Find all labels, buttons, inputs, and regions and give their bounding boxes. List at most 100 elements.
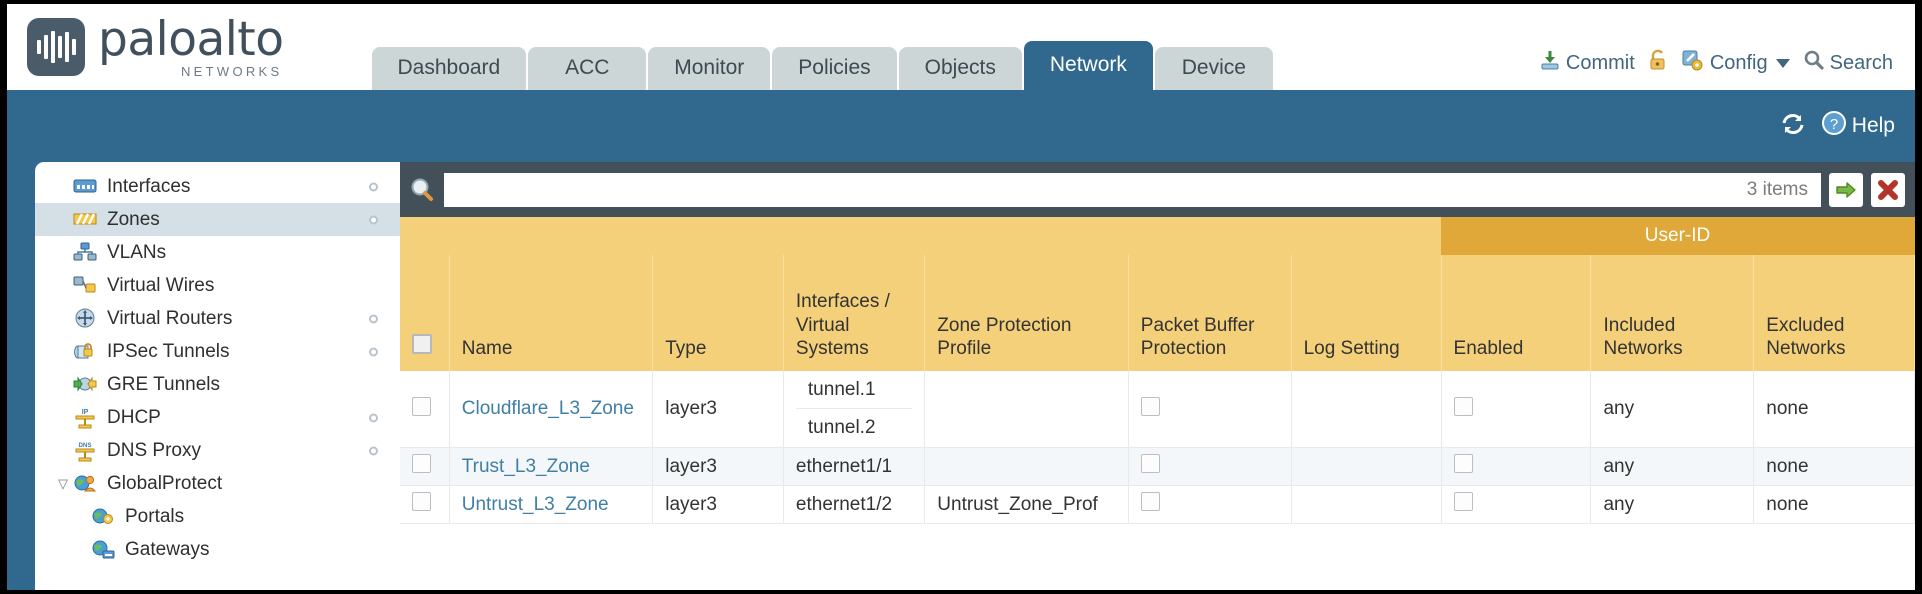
zone-link[interactable]: Trust_L3_Zone [461, 455, 590, 477]
zones-icon [73, 209, 99, 231]
sidebar-item-vlans[interactable]: VLANs [35, 236, 400, 269]
sidebar-item-portals[interactable]: Portals [35, 500, 400, 533]
body-region: Interfaces Zones [7, 162, 1915, 590]
sidebar: Interfaces Zones [35, 162, 400, 590]
clear-filter-button[interactable] [1871, 172, 1905, 207]
sidebar-item-dhcp[interactable]: IP DHCP [35, 401, 400, 434]
packet-buffer-protection-checkbox[interactable] [1140, 396, 1160, 416]
sidebar-item-label: VLANs [107, 241, 167, 263]
table-row[interactable]: Trust_L3_Zone layer3 ethernet1/1 [400, 447, 1915, 486]
chevron-down-icon[interactable] [1775, 58, 1790, 68]
virtual-wires-icon [73, 275, 99, 297]
cell-userid-enabled [1441, 485, 1592, 524]
tab-dashboard[interactable]: Dashboard [371, 47, 527, 90]
table-row[interactable]: Cloudflare_L3_Zone layer3 tunnel.1 tunne… [400, 371, 1915, 448]
cell-type: layer3 [652, 371, 784, 448]
dhcp-icon: IP [73, 407, 99, 429]
expand-twisty-icon[interactable]: ▽ [58, 475, 68, 491]
search-icon [1803, 49, 1825, 77]
cell-excluded-networks: none [1753, 447, 1915, 486]
column-header-log-setting[interactable]: Log Setting [1291, 255, 1442, 371]
sidebar-item-label: Zones [107, 208, 160, 230]
tab-acc[interactable]: ACC [528, 47, 647, 90]
tab-network[interactable]: Network [1023, 41, 1153, 90]
cell-userid-enabled [1441, 447, 1592, 486]
row-select-checkbox[interactable] [412, 396, 431, 416]
column-header-interfaces[interactable]: Interfaces / Virtual Systems [783, 255, 926, 371]
table-group-header-row: User-ID [400, 217, 1915, 255]
gre-tunnels-icon [73, 374, 99, 396]
cell-userid-enabled [1441, 371, 1592, 448]
ipsec-tunnels-icon [73, 341, 99, 363]
table-row[interactable]: Untrust_L3_Zone layer3 ethernet1/2 Untru… [400, 485, 1915, 524]
apply-filter-button[interactable] [1829, 172, 1863, 207]
tab-device[interactable]: Device [1154, 47, 1273, 90]
sidebar-item-indicator [369, 215, 378, 224]
cell-name: Cloudflare_L3_Zone [449, 371, 654, 448]
config-button[interactable]: Config [1681, 49, 1790, 77]
sidebar-item-zones[interactable]: Zones [35, 203, 400, 236]
commit-label: Commit [1565, 51, 1635, 74]
column-header-excluded-networks[interactable]: Excluded Networks [1753, 255, 1915, 371]
zones-table-wrap: User-ID Name Type Interfaces / Virtual S… [400, 217, 1915, 590]
sidebar-item-label: Gateways [125, 538, 210, 560]
packet-buffer-protection-checkbox[interactable] [1140, 454, 1160, 473]
column-header-included-networks[interactable]: Included Networks [1590, 255, 1755, 371]
cell-excluded-networks: none [1753, 371, 1915, 448]
sidebar-item-indicator [369, 314, 378, 323]
cell-included-networks: any [1590, 485, 1755, 524]
search-button[interactable]: Search [1803, 49, 1893, 77]
brand-name: paloalto [98, 12, 284, 67]
sidebar-item-label: Virtual Routers [107, 307, 233, 329]
sidebar-item-label: GRE Tunnels [107, 373, 220, 395]
tab-monitor[interactable]: Monitor [648, 47, 771, 90]
column-header-zone-protection-profile[interactable]: Zone Protection Profile [924, 255, 1129, 371]
help-circle-icon: ? [1821, 110, 1847, 142]
gateways-icon [91, 539, 117, 561]
cell-type: layer3 [652, 447, 784, 486]
userid-enabled-checkbox[interactable] [1453, 454, 1473, 473]
tab-policies[interactable]: Policies [772, 47, 897, 90]
interface-entry: tunnel.1 [795, 371, 913, 409]
sidebar-item-indicator [369, 446, 378, 455]
tab-objects[interactable]: Objects [898, 47, 1022, 90]
filter-bar: 3 items [400, 162, 1915, 217]
cell-included-networks: any [1590, 371, 1755, 448]
zones-panel: 3 items [400, 162, 1915, 590]
column-header-enabled[interactable]: Enabled [1441, 255, 1592, 371]
row-select-checkbox[interactable] [412, 454, 431, 473]
sidebar-item-virtual-routers[interactable]: Virtual Routers [35, 302, 400, 335]
lock-button[interactable] [1648, 49, 1668, 77]
select-all-checkbox[interactable] [412, 334, 432, 355]
vlans-icon [73, 242, 99, 264]
refresh-button[interactable] [1779, 111, 1807, 142]
cell-interfaces: tunnel.1 tunnel.2 [783, 371, 926, 448]
column-header-packet-buffer-protection[interactable]: Packet Buffer Protection [1128, 255, 1292, 371]
column-header-name[interactable]: Name [449, 255, 654, 371]
zone-link[interactable]: Untrust_L3_Zone [461, 493, 609, 515]
sidebar-item-label: Virtual Wires [107, 274, 215, 296]
sidebar-item-interfaces[interactable]: Interfaces [35, 170, 400, 203]
sidebar-item-ipsec-tunnels[interactable]: IPSec Tunnels [35, 335, 400, 368]
sidebar-item-gre-tunnels[interactable]: GRE Tunnels [35, 368, 400, 401]
sidebar-item-dns-proxy[interactable]: DNS DNS Proxy [35, 434, 400, 467]
sidebar-item-label: DNS Proxy [107, 439, 201, 461]
userid-enabled-checkbox[interactable] [1453, 492, 1473, 511]
sidebar-item-indicator [369, 347, 378, 356]
row-select-checkbox[interactable] [412, 492, 431, 511]
cell-log-setting [1291, 371, 1442, 448]
sidebar-item-globalprotect[interactable]: ▽ GlobalProtect [35, 467, 400, 500]
cell-included-networks: any [1590, 447, 1755, 486]
sidebar-item-gateways[interactable]: Gateways [35, 533, 400, 566]
search-input[interactable]: 3 items [444, 172, 1821, 207]
commit-button[interactable]: Commit [1539, 49, 1635, 77]
help-button[interactable]: ? Help [1821, 110, 1895, 142]
sidebar-item-virtual-wires[interactable]: Virtual Wires [35, 269, 400, 302]
zone-link[interactable]: Cloudflare_L3_Zone [461, 398, 634, 419]
search-label: Search [1829, 51, 1893, 74]
userid-enabled-checkbox[interactable] [1453, 396, 1473, 416]
cell-name: Trust_L3_Zone [449, 447, 654, 486]
packet-buffer-protection-checkbox[interactable] [1140, 492, 1160, 511]
column-header-type[interactable]: Type [652, 255, 784, 371]
row-select-cell [400, 447, 450, 486]
